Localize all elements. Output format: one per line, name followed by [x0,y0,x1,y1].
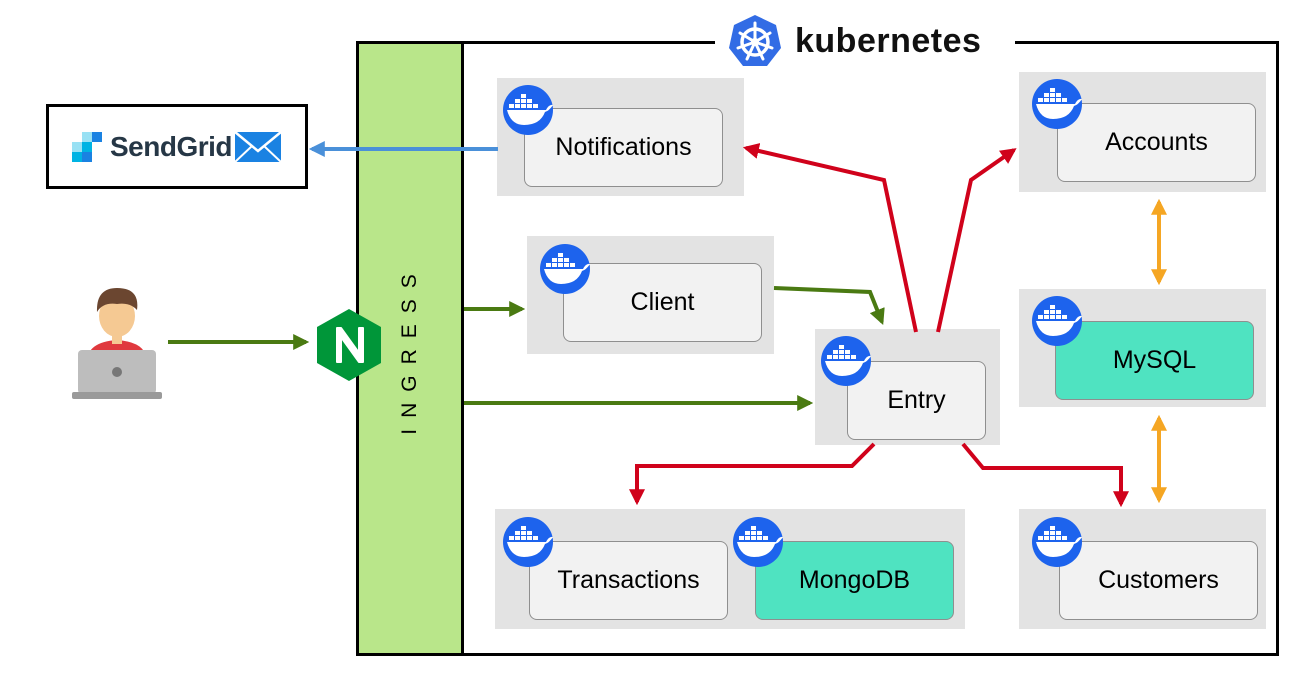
kubernetes-header: kubernetes [715,10,1015,72]
arrow-entry-to-transactions [629,442,876,506]
arrow-entry-to-notifications [742,143,918,333]
user-laptop-icon [72,288,162,399]
sendgrid-logo-icon [71,131,102,162]
accounts-card: Accounts [1057,103,1256,182]
docker-whale-icon [1032,517,1082,567]
kubernetes-helm-icon [729,15,781,66]
client-card: Client [563,263,762,342]
mongodb-card: MongoDB [755,541,954,620]
transactions-card: Transactions [529,541,728,620]
arrow-entry-to-accounts [936,148,1017,333]
sendgrid-box: SendGrid [46,104,308,189]
docker-whale-icon [540,244,590,294]
arrow-client-to-entry [773,286,885,325]
envelope-icon [234,130,282,163]
docker-whale-icon [821,336,871,386]
nginx-hexagon-icon [317,309,381,381]
notifications-card: Notifications [524,108,723,187]
page-title: kubernetes [795,21,982,60]
docker-whale-icon [503,85,553,135]
sendgrid-label: SendGrid [109,130,233,162]
mysql-card: MySQL [1055,321,1254,400]
docker-whale-icon [1032,79,1082,129]
arrow-entry-to-customers [961,442,1129,508]
customers-card: Customers [1059,541,1258,620]
docker-whale-icon [733,517,783,567]
docker-whale-icon [503,517,553,567]
docker-whale-icon [1032,296,1082,346]
entry-card: Entry [847,361,986,440]
